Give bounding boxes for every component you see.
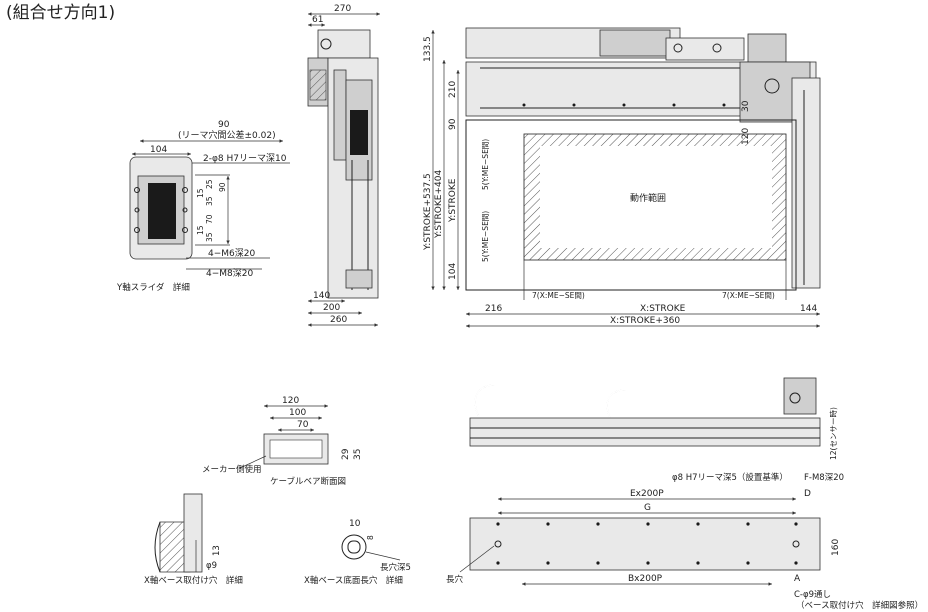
y-slider-dim-15a: 15: [196, 188, 205, 198]
base-c-note: （ベース取付け穴 詳細図参照）: [796, 600, 923, 611]
base-reamer: φ8 H7リーマ深5（設置基準）: [672, 472, 788, 483]
y-slider-reamer-label: 2-φ8 H7リーマ深10: [203, 153, 287, 164]
slot-circle: [341, 534, 367, 560]
top-y-me-se-bottom: 5(Y:ME−SE間): [481, 211, 490, 262]
front-x-axis-body: [469, 417, 821, 447]
y-slider-reamer-tolerance: (リーマ穴間公差±0.02): [178, 129, 276, 141]
base-dim-160: 160: [831, 539, 841, 556]
base-g: G: [644, 503, 651, 513]
side-dim-61: 61: [312, 15, 323, 25]
base-plan-view: φ8 H7リーマ深5（設置基準） F-M8深20 Ex200P D G 160 …: [446, 472, 923, 611]
base-plate: [469, 517, 821, 571]
cable-dim-100: 100: [289, 408, 306, 418]
y-slider-dim-104: 104: [150, 145, 167, 155]
y-slider-dim-35a: 35: [205, 196, 214, 206]
base-b-pitch: Bx200P: [628, 574, 663, 584]
y-slider-table: [148, 183, 176, 239]
top-x-stroke-360: X:STROKE+360: [610, 316, 680, 326]
side-dim-270: 270: [334, 4, 351, 14]
side-dim-140: 140: [313, 291, 330, 301]
x-base-slot-caption: X軸ベース底面長穴 詳細: [304, 575, 403, 586]
drawing-title: (組合せ方向1): [6, 3, 116, 23]
x-base-dim-13: 13: [212, 545, 222, 556]
y-slider-dim-25a: 25: [205, 179, 214, 189]
base-e-pitch: Ex200P: [630, 489, 664, 499]
top-x-stroke: X:STROKE: [640, 304, 686, 314]
top-dim-90: 90: [448, 118, 458, 130]
y-slider-dim-70: 70: [205, 214, 214, 224]
side-view: 270 61 140 200 260: [307, 4, 380, 327]
y-slider-dim-90: 90: [218, 120, 230, 130]
cable-carrier-section: 120 100 70 29 35 メーカー側使用 ケーブルベア断面図: [202, 396, 363, 487]
x-base-phi9: φ9: [206, 561, 217, 571]
cable-dim-70: 70: [297, 420, 309, 430]
top-dim-30: 30: [741, 100, 751, 112]
y-slider-m6: 4−M6深20: [208, 248, 255, 259]
slot-depth: 長穴深5: [380, 562, 411, 573]
cable-dim-120: 120: [282, 396, 299, 406]
x-base-mount-caption: X軸ベース取付け穴 詳細: [144, 575, 243, 586]
cable-dim-35: 35: [353, 449, 363, 460]
x-base-slot-detail: 10 8 長穴深5 X軸ベース底面長穴 詳細: [304, 519, 411, 586]
top-y-stroke-537: Y:STROKE+537.5: [423, 173, 433, 251]
front-sensor-label: 12(センサー時): [829, 407, 838, 460]
top-y-stroke: Y:STROKE: [448, 178, 458, 223]
cable-maker-side: メーカー側使用: [202, 464, 262, 475]
top-x-me-se-left: 7(X:ME−SE間): [532, 291, 585, 300]
slot-dim-10: 10: [349, 519, 361, 529]
base-a: A: [794, 574, 801, 584]
operating-range-label: 動作範囲: [630, 192, 666, 204]
top-dim-216: 216: [485, 304, 502, 314]
top-view: 133.5 Y:STROKE+537.5 Y:STROKE+404 210 90…: [423, 27, 821, 328]
top-y-stroke-404: Y:STROKE+404: [434, 170, 444, 239]
base-d: D: [804, 489, 811, 499]
top-dim-133-5: 133.5: [423, 36, 433, 62]
y-slider-dim-35b: 35: [205, 232, 214, 242]
side-dim-260: 260: [330, 315, 347, 325]
side-dim-200: 200: [323, 303, 340, 313]
top-dim-104: 104: [448, 263, 458, 280]
top-y-me-se-top: 5(Y:ME−SE間): [481, 139, 490, 190]
top-dim-210: 210: [448, 81, 458, 98]
cable-caption: ケーブルベア断面図: [270, 476, 346, 487]
y-slider-dim-15b: 15: [196, 225, 205, 235]
top-dim-144: 144: [800, 304, 817, 314]
cable-dim-29: 29: [341, 448, 351, 460]
base-f-m8: F-M8深20: [804, 473, 844, 483]
top-y-rail: [791, 77, 821, 289]
y-slider-caption: Y軸スライダ 詳細: [116, 282, 190, 293]
base-slot: 長穴: [446, 574, 464, 585]
side-motor: [317, 29, 371, 59]
top-x-me-se-right: 7(X:ME−SE間): [722, 291, 775, 300]
y-slider-m8: 4−M8深20: [206, 268, 253, 279]
slot-dim-8: 8: [366, 535, 375, 540]
y-slider-detail: 90 (リーマ穴間公差±0.02) 104 2-φ8 H7リーマ深10 90 2…: [116, 120, 290, 293]
y-slider-dim-90v: 90: [218, 182, 227, 192]
x-base-mount-detail: 13 φ9 X軸ベース取付け穴 詳細: [144, 493, 243, 586]
base-c-holes: C-φ9通し: [794, 589, 831, 600]
front-view: 12(センサー時): [469, 377, 838, 460]
